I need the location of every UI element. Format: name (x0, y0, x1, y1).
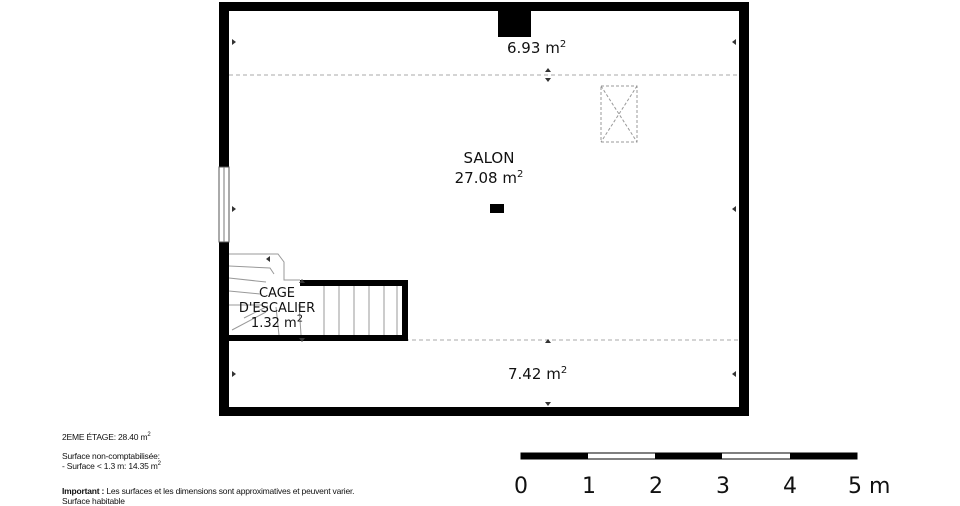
scale-tick-1: 1 (582, 474, 596, 499)
cutoff-note: Surface habitable (62, 496, 125, 506)
noncount-label: Surface non-comptabilisée: (62, 451, 160, 461)
top-room-area: 6.93 m2 (507, 39, 567, 57)
left-window (218, 166, 230, 243)
dimension-markers (232, 39, 736, 406)
scale-tick-2: 2 (649, 474, 663, 499)
cage-label: CAGE D'ESCALIER 1.32 m2 (232, 286, 322, 331)
cage-name-line2: D'ESCALIER (238, 301, 316, 316)
stair-walls (229, 280, 408, 341)
skylight (600, 85, 638, 143)
scale-tick-5: 5 m (848, 474, 891, 499)
scale-bar (520, 452, 858, 460)
scale-tick-4: 4 (783, 474, 797, 499)
salon-fixture (490, 204, 504, 213)
scale-tick-0: 0 (514, 474, 528, 499)
scale-tick-3: 3 (716, 474, 730, 499)
cage-name-line1: CAGE (258, 286, 296, 301)
salon-label: SALON 27.08 m2 (448, 148, 530, 188)
floor-area-note: 2EME ÉTAGE: 28.40 m2 (62, 432, 151, 442)
salon-name: SALON (463, 149, 515, 167)
noncount-detail: - Surface < 1.3 m: 14.35 m2 (62, 461, 161, 471)
cage-area: 1.32 m2 (250, 313, 304, 331)
chimney-block (498, 8, 531, 37)
bottom-room-area: 7.42 m2 (508, 365, 568, 383)
important-note: Important : Les surfaces et les dimensio… (62, 486, 355, 496)
outer-walls (219, 2, 749, 416)
stair-steps (228, 253, 398, 336)
salon-area: 27.08 m2 (454, 169, 524, 187)
